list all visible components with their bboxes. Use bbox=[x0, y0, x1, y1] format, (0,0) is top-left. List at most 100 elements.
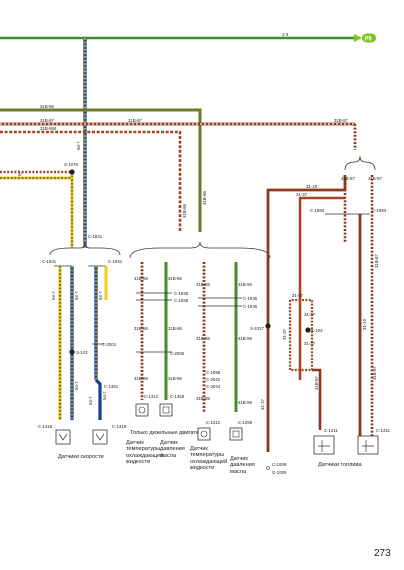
fuel-b2-label: 31B-87 bbox=[368, 176, 382, 181]
navy-trunk-label: 54-7 bbox=[76, 141, 81, 150]
splice-s1076 bbox=[69, 169, 75, 175]
coolant-note: Только дизельные двигатели bbox=[130, 430, 205, 436]
coolant-w5-label: 31B-86 bbox=[134, 376, 148, 381]
coolant-temp-sensor bbox=[135, 403, 149, 417]
speed-caption: Датчики скорости bbox=[58, 454, 104, 460]
fuel-sensor-right-icon bbox=[362, 440, 374, 452]
brace-fuel bbox=[344, 155, 376, 171]
speed-w1-label: 54-7 bbox=[51, 291, 56, 300]
bus-b-label-right: 31B-87 bbox=[128, 118, 142, 123]
bus-d-label: 31B-87 bbox=[334, 118, 348, 123]
top-bus-arrow-icon bbox=[354, 34, 362, 42]
splice-s103-label: S-103 bbox=[311, 328, 323, 333]
pressure-temp-sensor bbox=[197, 427, 211, 441]
pressure-oil-caption: Датчик давления масла bbox=[230, 456, 255, 475]
left-mid-left-label: 31B-86 bbox=[182, 204, 187, 218]
coolant-temp-caption: Датчик температуры охлаждающей жидкости bbox=[126, 440, 164, 466]
fuel-w3-label: 31-37 bbox=[282, 328, 287, 340]
fuel-caption: Датчики топлива bbox=[318, 462, 362, 468]
pressure-c1936-label: C-1936 bbox=[243, 304, 258, 309]
coolant-w3-label: 31B-86 bbox=[134, 326, 148, 331]
fuel-w6-label: 31B-87 bbox=[314, 376, 319, 390]
fuel-w1-label: 31-37 bbox=[292, 293, 304, 298]
page-number: 273 bbox=[374, 548, 391, 559]
speed-conn-left-label: C-1931 bbox=[42, 259, 57, 264]
speed-w3-label: 54-7 bbox=[74, 381, 79, 390]
coolant-c1359-label: C-1359 bbox=[170, 394, 185, 399]
fuel-right-a-label: 31B-87 bbox=[374, 254, 379, 268]
pressure-oil-sensor bbox=[229, 427, 243, 441]
fuel-sensor-left bbox=[313, 435, 335, 455]
fuel-g1009-label: G-1009 bbox=[272, 470, 287, 475]
pressure-oil-caption-box: Датчик давления масла bbox=[230, 456, 255, 475]
oil-pressure-sensor-icon bbox=[162, 406, 170, 414]
fuel-c1993-left-label: C-1993 bbox=[310, 208, 325, 213]
pressure-w2-label: 31B-86 bbox=[238, 282, 252, 287]
top-bus-wire-label: 1-3 bbox=[282, 32, 289, 37]
speed-wire-kink bbox=[94, 378, 102, 420]
speed-sensor-right-icon bbox=[95, 433, 105, 441]
fuel-w5-label: 31-37 bbox=[260, 398, 265, 410]
speed-w2-label: 54-7 bbox=[74, 291, 79, 300]
splice-s1027-label: S-1027 bbox=[250, 326, 264, 331]
pressure-w1-label: 31B-86 bbox=[196, 282, 210, 287]
pressure-c1312-label: C-1312 bbox=[206, 420, 221, 425]
pressure-oil-sensor-icon bbox=[232, 430, 240, 438]
splice-s1076-label: S-1076 bbox=[64, 162, 78, 167]
coolant-c1936-label: C-1936 bbox=[174, 298, 189, 303]
pressure-w6-label: 31B-86 bbox=[238, 400, 252, 405]
fuel-c1009-label: C-1009 bbox=[272, 462, 287, 467]
fuel-w7-label: 31B-87 bbox=[372, 366, 377, 380]
coolant-c1312-label: C-1312 bbox=[144, 394, 159, 399]
fuel-top-a-label: 31-19 bbox=[306, 184, 318, 189]
splice-s103 bbox=[305, 327, 311, 333]
fuel-c1311-right-label: C-1311 bbox=[376, 428, 390, 433]
coolant-w2-label: 31B-86 bbox=[168, 276, 182, 281]
fuel-sensor-right bbox=[357, 435, 379, 455]
pressure-temp-caption: Датчик температуры охлаждающей жидкости bbox=[190, 446, 228, 472]
bus-c-rust bbox=[0, 130, 182, 232]
speed-w5-label: 54-7 bbox=[88, 396, 93, 405]
speed-sensor-conn-right-label: C-1318 bbox=[112, 424, 127, 429]
fuel-left-sensor-feed bbox=[312, 368, 322, 430]
coolant-temp-caption-box: Датчик температуры охлаждающей жидкости bbox=[126, 440, 164, 466]
coolant-temp-sensor-icon bbox=[138, 406, 146, 414]
fuel-top-b bbox=[298, 196, 345, 380]
coolant-w1-label: 31B-86 bbox=[134, 276, 148, 281]
brace-speed bbox=[49, 242, 121, 256]
fuel-b1-label: 31B-87 bbox=[341, 176, 355, 181]
fuel-sensor-left-icon bbox=[318, 440, 330, 452]
speed-sensor-left-icon bbox=[58, 433, 68, 441]
speed-w4-label: 54-7 bbox=[98, 291, 103, 300]
splice-s1027 bbox=[265, 323, 271, 329]
c2001-label: C-2001 bbox=[102, 342, 117, 347]
speed-sensor-conn-left-label: C-1318 bbox=[38, 424, 53, 429]
left-mid-right-label: 31B-86 bbox=[202, 191, 207, 205]
fuel-right-b-label: 31-19 bbox=[362, 318, 367, 330]
speed-sensor-left bbox=[55, 429, 71, 445]
left-feed-label: 2/ bbox=[18, 172, 22, 177]
pressure-w3-label: 31B-86 bbox=[196, 336, 210, 341]
fuel-c1993-right-label: C-1993 bbox=[372, 208, 387, 213]
splice-s143 bbox=[69, 349, 75, 355]
bus-b-label: 31B-87 bbox=[40, 118, 54, 123]
bus-a-green bbox=[0, 108, 202, 232]
bus-c-label: 31B-884 bbox=[40, 126, 57, 131]
speed-w6-label: 54-7 bbox=[102, 391, 107, 400]
pressure-w5-label: 31B-86 bbox=[196, 396, 210, 401]
coolant-pressure-caption: Датчик давления масла bbox=[160, 440, 185, 459]
pressure-c1359-label: C-1359 bbox=[238, 420, 253, 425]
coolant-w6-label: 31B-86 bbox=[168, 376, 182, 381]
ground-icon bbox=[266, 466, 270, 470]
pressure-c2042-label: C-2042 bbox=[206, 377, 221, 382]
splice-s143-label: S-143 bbox=[76, 350, 88, 355]
c1351-label: C-1351 bbox=[104, 384, 119, 389]
pressure-c1935-label: C-1935 bbox=[243, 296, 258, 301]
fuel-w2-label: 31-37 bbox=[304, 312, 316, 317]
coolant-c1935-label: C-1935 bbox=[174, 291, 189, 296]
coolant-note-text: Только дизельные двигатели bbox=[130, 430, 205, 436]
top-bus-badge-text: P6 bbox=[365, 36, 373, 42]
brace-sensors bbox=[129, 241, 271, 259]
coolant-w4-label: 31B-86 bbox=[168, 326, 182, 331]
